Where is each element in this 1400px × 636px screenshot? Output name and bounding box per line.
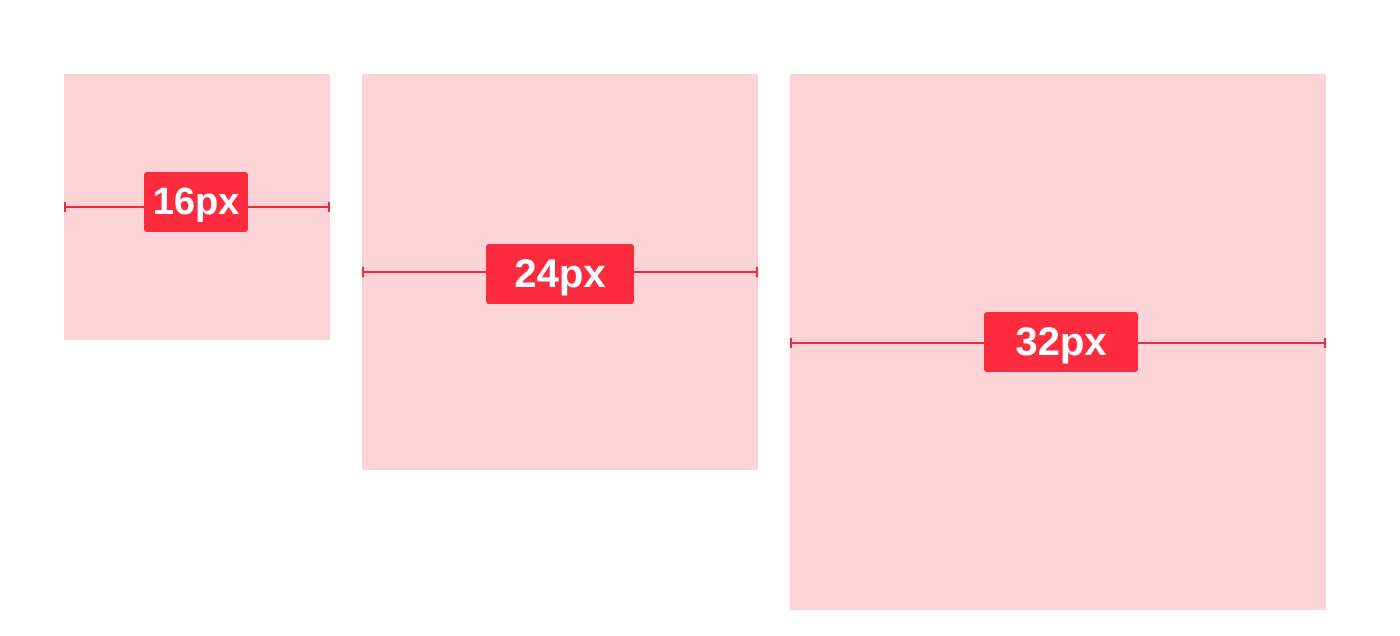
measurement-tick-right bbox=[1324, 338, 1326, 348]
size-label-16: 16px bbox=[144, 172, 248, 232]
size-box-24: 24px bbox=[362, 74, 758, 470]
size-box-16: 16px bbox=[64, 74, 330, 340]
measurement-tick-left bbox=[790, 338, 792, 348]
measurement-tick-right bbox=[756, 267, 758, 277]
measurement-tick-left bbox=[64, 202, 66, 212]
measurement-tick-left bbox=[362, 267, 364, 277]
size-box-32: 32px bbox=[790, 74, 1326, 610]
measurement-tick-right bbox=[328, 202, 330, 212]
size-label-32: 32px bbox=[984, 312, 1138, 372]
size-label-24: 24px bbox=[486, 244, 634, 304]
